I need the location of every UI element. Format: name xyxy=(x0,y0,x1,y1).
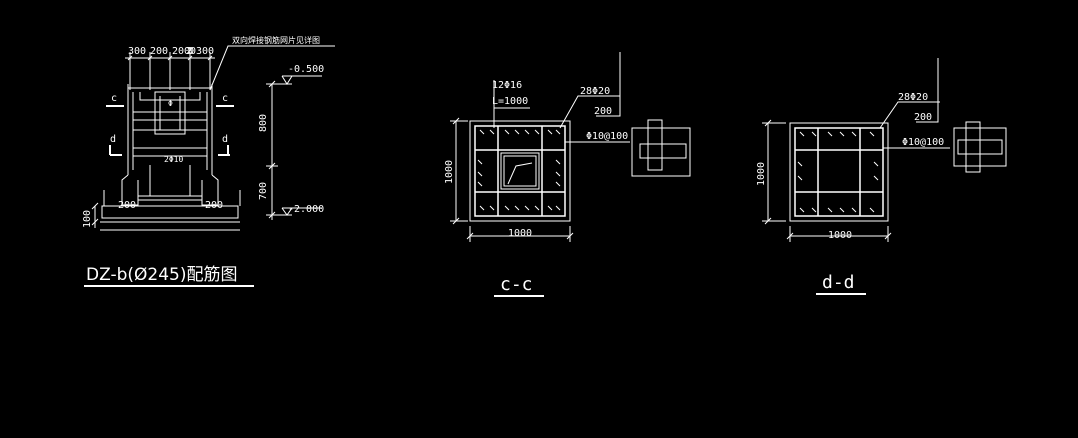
cc-rebar-28: 28Φ20 xyxy=(580,86,610,97)
dd-section-drawing xyxy=(762,58,1007,295)
mesh-note: 双向焊接钢筋网片见详图 xyxy=(232,35,320,45)
left-title: DZ-b(Ø245)配筋图 xyxy=(86,265,237,285)
top-dim-5: 300 xyxy=(196,46,214,57)
cc-section-drawing xyxy=(450,52,691,297)
dd-stirrup: Φ10@100 xyxy=(902,137,944,148)
elevation-bottom: -2.000 xyxy=(288,204,324,215)
top-dim-2: 200 xyxy=(150,46,168,57)
dim-800: 800 xyxy=(258,114,269,132)
cc-dim-width: 1000 xyxy=(508,228,532,239)
rebar-2phi10: 2Φ10 xyxy=(164,155,183,164)
top-dim-1: 300 xyxy=(128,46,146,57)
top-dim-3: 200 xyxy=(172,46,190,57)
dd-dim-height: 1000 xyxy=(756,162,767,186)
top-dim-4: 200 xyxy=(186,46,196,57)
cc-dim-200: 200 xyxy=(594,106,612,117)
dd-title: d-d xyxy=(822,272,855,293)
dim-200-left: 200 xyxy=(118,200,136,211)
phi-mark: Φ xyxy=(168,99,173,108)
dd-dim-width: 1000 xyxy=(828,230,852,241)
cc-rebar-12: 12Φ16 xyxy=(492,80,522,91)
dim-200-right: 200 xyxy=(205,200,223,211)
cc-stirrup: Φ10@100 xyxy=(586,131,628,142)
elevation-top: -0.500 xyxy=(288,64,324,75)
section-label-c-left: c xyxy=(111,93,117,104)
dim-100: 100 xyxy=(82,210,93,228)
section-label-d-right: d xyxy=(222,134,228,145)
left-elevation-drawing xyxy=(84,45,335,287)
cc-dim-height: 1000 xyxy=(444,160,455,184)
dim-700: 700 xyxy=(258,182,269,200)
cc-title: c-c xyxy=(500,274,533,295)
dd-rebar-28: 28Φ20 xyxy=(898,92,928,103)
dd-dim-200: 200 xyxy=(914,112,932,123)
cc-rebar-L: L=1000 xyxy=(492,96,528,107)
section-label-d-left: d xyxy=(110,134,116,145)
section-label-c-right: c xyxy=(222,93,228,104)
